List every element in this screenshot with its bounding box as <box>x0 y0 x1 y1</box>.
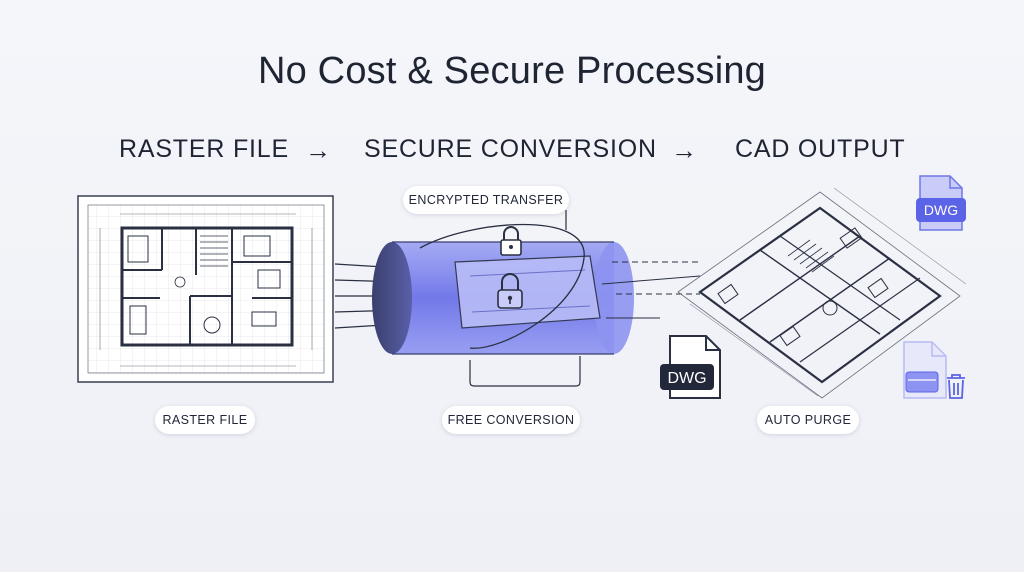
arrow-right-icon: → <box>671 135 697 165</box>
dwg-badge-label: DWG <box>667 370 706 387</box>
process-steps: RASTER FILE → SECURE CONVERSION → CAD OU… <box>0 135 1024 167</box>
page-title: No Cost & Secure Processing <box>257 50 767 92</box>
dwg-file-icon: DWG <box>916 175 966 231</box>
pill-auto-purge: AUTO PURGE <box>757 406 859 434</box>
dwg-badge-label: DWG <box>924 202 958 218</box>
pill-encrypted-transfer: ENCRYPTED TRANSFER <box>403 186 569 214</box>
dwg-file-icon: DWG <box>660 335 721 399</box>
step-raster-file: RASTER FILE <box>119 135 289 163</box>
lock-icon <box>497 273 523 309</box>
arrow-right-icon: → <box>305 135 331 165</box>
pill-raster-file: RASTER FILE <box>155 406 255 434</box>
step-secure-conversion: SECURE CONVERSION <box>364 135 657 163</box>
raster-blueprint <box>77 195 334 383</box>
step-cad-output: CAD OUTPUT <box>735 135 906 163</box>
trash-icon <box>947 374 965 399</box>
drive-icon <box>905 371 939 393</box>
pill-free-conversion: FREE CONVERSION <box>442 406 580 434</box>
cad-output-plan <box>677 187 967 399</box>
secure-conversion-cylinder <box>372 210 701 387</box>
lock-icon <box>500 226 522 256</box>
